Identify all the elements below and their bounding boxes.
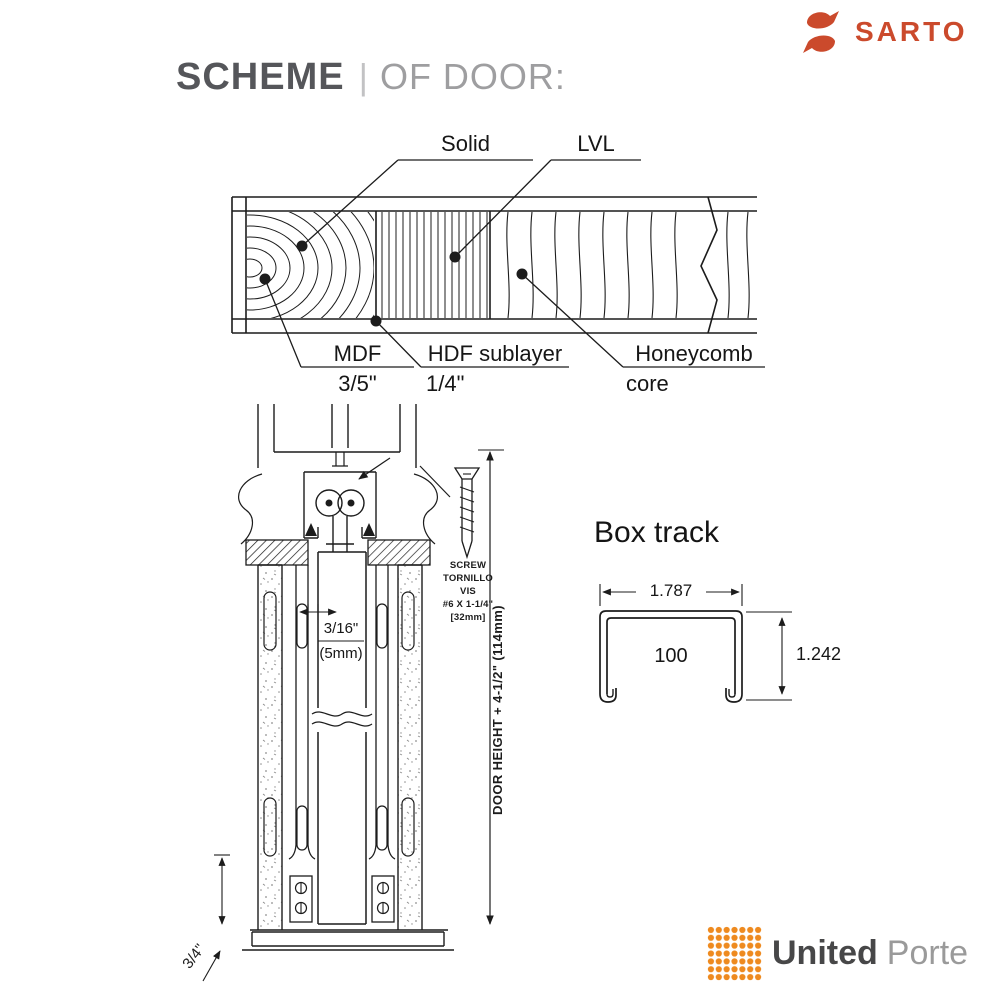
lvl-hatching-icon (381, 212, 488, 318)
solid-label: Solid (441, 131, 490, 156)
door-height-label: DOOR HEIGHT + 4-1/2" (114mm) (490, 605, 505, 815)
honeycomb-label-core: core (626, 371, 669, 396)
mdf-label: MDF (333, 341, 382, 366)
screw-note-line: SCREW (449, 560, 487, 571)
mdf-dimension: 3/5" (338, 371, 377, 396)
honeycomb-cells-icon (506, 211, 750, 319)
door-break-line-icon (311, 711, 373, 727)
hdf-dimension: 1/4" (426, 371, 465, 396)
united-porte-logo: United Porte (704, 924, 968, 982)
screw-note-line: TORNILLO (443, 573, 493, 584)
screw-icon (453, 467, 481, 560)
box-track-width-dim: 1.787 (649, 581, 693, 600)
door-cross-section-drawing (231, 159, 765, 368)
title-of-door: OF DOOR: (379, 56, 566, 97)
box-track-inner-dim: 100 (654, 645, 688, 667)
box-track-title: Box track (594, 516, 720, 549)
callout-leader-lines (264, 159, 765, 368)
brand-porte: Porte (886, 933, 969, 972)
title-separator: | (358, 56, 368, 97)
brand-united: United (772, 933, 878, 972)
break-line-icon (700, 196, 718, 334)
sarto-logo: SARTO (797, 7, 968, 57)
sarto-icon (803, 11, 839, 53)
floor-guide-icon (371, 875, 395, 923)
honeycomb-label: Honeycomb (635, 341, 753, 366)
roller-wheel-icon (315, 489, 343, 517)
solid-wood-grain-icon (247, 212, 374, 318)
united-porte-wordmark: United Porte (772, 934, 968, 973)
roller-wheel-icon (337, 489, 365, 517)
box-track-height-dim: 1.242 (796, 644, 842, 664)
gap-dimension-mm: (5mm) (319, 645, 363, 662)
hdf-label: HDF sublayer (427, 341, 563, 366)
door-panel (317, 551, 367, 925)
mounting-section-drawing (202, 404, 504, 982)
title-scheme: SCHEME (176, 56, 345, 98)
gap-dimension: 3/16" (323, 620, 359, 637)
lvl-label: LVL (577, 131, 615, 156)
united-porte-icon (707, 926, 762, 981)
screw-note-line: [32mm] (450, 612, 486, 623)
page-title: SCHEME | OF DOOR: (176, 56, 566, 99)
floor-guide-icon (289, 875, 313, 923)
screw-note-line: #6 X 1-1/4" (442, 599, 494, 610)
screw-note: SCREW TORNILLO VIS #6 X 1-1/4" [32mm] (429, 559, 507, 624)
box-track-drawing (599, 584, 792, 703)
sarto-wordmark: SARTO (855, 16, 968, 47)
track-profile-icon (303, 471, 377, 539)
screw-note-line: VIS (460, 586, 476, 597)
united-porte-dots-spacer (704, 924, 762, 982)
